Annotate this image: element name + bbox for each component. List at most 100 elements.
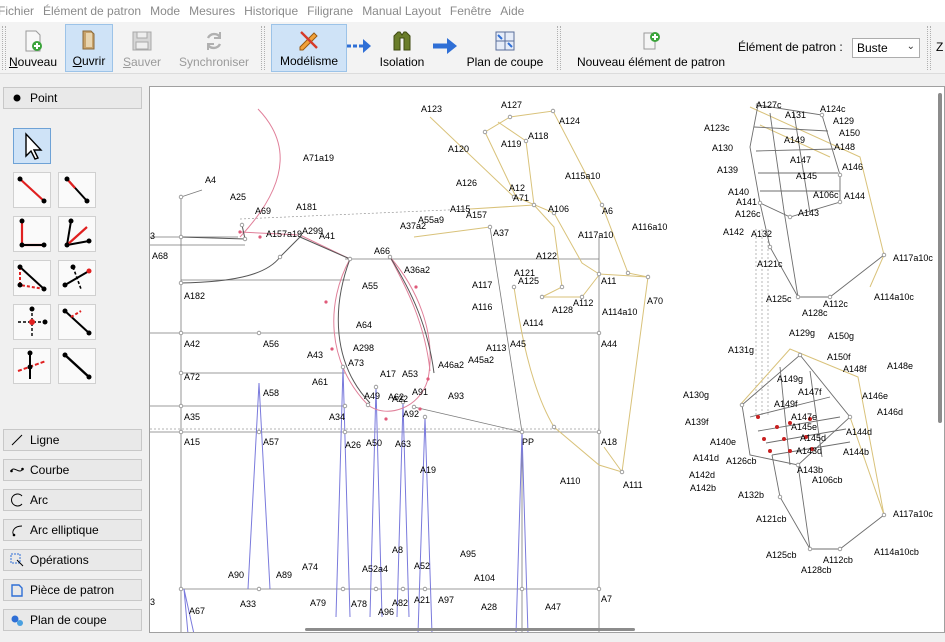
red-points (756, 415, 814, 453)
point-label: A132b (738, 490, 764, 500)
point-label: A110 (560, 476, 580, 486)
point-label: A132 (751, 229, 772, 239)
menu-manual-layout[interactable]: Manual Layout (362, 4, 441, 18)
tool-normal[interactable] (13, 216, 51, 252)
construction-lines (150, 189, 600, 632)
point-label: A8 (392, 545, 403, 555)
vertical-scroll-thumb[interactable] (938, 93, 942, 423)
point-label: A157 (466, 210, 487, 220)
point-label: A148e (887, 361, 913, 371)
group-ligne-label: Ligne (30, 433, 60, 447)
point-label: A125cb (766, 550, 797, 560)
point-label: A116 (472, 302, 492, 312)
group-arc-elliptique[interactable]: Arc elliptique (3, 519, 142, 541)
point-label: A116a10 (632, 222, 667, 232)
group-arc[interactable]: Arc (3, 489, 142, 511)
point-label: A15 (184, 437, 200, 447)
point-label: A150f (827, 352, 851, 362)
pattern-drawing[interactable]: A4A25A69A71a19A181A157a19A299A41A68A182A… (150, 87, 945, 633)
menu-element-de-patron[interactable]: Élément de patron (43, 4, 142, 18)
plan-de-coupe-label: Plan de coupe (466, 55, 544, 69)
group-plan-de-coupe[interactable]: Plan de coupe (3, 609, 142, 631)
tool-bisector[interactable] (58, 216, 96, 252)
horizontal-scroll-thumb[interactable] (305, 628, 635, 631)
arrow-right-icon-2 (433, 38, 457, 54)
piece-select[interactable]: Buste ⌄ (852, 38, 920, 58)
nouveau-element-button[interactable]: Nouveau élément de patron (568, 24, 734, 72)
synchroniser-button[interactable]: Synchroniser (172, 24, 256, 72)
plan-de-coupe-button[interactable]: Plan de coupe (461, 24, 549, 72)
point-label: A157a19 (266, 229, 302, 239)
main-toolbar: Nouveau Ouvrir Sauver Synchroniser (0, 22, 945, 74)
tool-point-end-line[interactable] (58, 172, 96, 208)
point-label: A70 (647, 296, 663, 306)
new-file-icon (25, 30, 42, 52)
ouvrir-button[interactable]: Ouvrir (65, 24, 113, 72)
point-label: A114 (523, 318, 543, 328)
ouvrir-label: Ouvrir (72, 54, 106, 68)
group-plan-de-coupe-label: Plan de coupe (30, 613, 107, 627)
tool-point-along-line[interactable] (13, 172, 51, 208)
point-label: A142 (723, 227, 744, 237)
menu-fenetre[interactable]: Fenêtre (449, 4, 492, 18)
point-label: A143d (796, 446, 822, 456)
height-icon (62, 264, 92, 290)
tool-height[interactable] (58, 260, 96, 296)
point-label: A146e (862, 391, 888, 401)
group-courbe[interactable]: Courbe (3, 459, 142, 481)
point-label: A68 (152, 251, 168, 261)
group-piece-de-patron[interactable]: Pièce de patron (3, 579, 142, 601)
menu-aide[interactable]: Aide (500, 4, 525, 18)
point-label: A145d (800, 433, 826, 443)
menu-mesures[interactable]: Mesures (189, 4, 236, 18)
point-label: A37a2 (400, 221, 426, 231)
group-ligne[interactable]: Ligne (3, 429, 142, 451)
group-arc-elliptique-label: Arc elliptique (30, 523, 99, 537)
point-label: A182 (184, 291, 205, 301)
point-label: A147e (791, 412, 817, 422)
tool-intersect-xy[interactable] (13, 304, 51, 340)
tool-point-of-contact[interactable] (58, 304, 96, 340)
point-label: A56 (263, 339, 279, 349)
point-label: A36a2 (404, 265, 430, 275)
point-label: A145 (796, 171, 817, 181)
point-label: A142b (690, 483, 716, 493)
tool-line-intersect[interactable] (13, 348, 51, 384)
point-label: A114a10c (874, 292, 914, 302)
point-label: A111 (623, 480, 643, 490)
toolbar-grip-3[interactable] (557, 26, 561, 70)
modelisme-button[interactable]: Modélisme (271, 24, 347, 72)
horizontal-scrollbar[interactable] (150, 622, 936, 632)
menu-fichier[interactable]: Fichier (0, 4, 35, 18)
sauver-button[interactable]: Sauver (118, 24, 166, 72)
modelisme-label: Modélisme (279, 54, 339, 68)
toolbar-grip-2[interactable] (261, 26, 265, 70)
point-label: A35 (184, 412, 200, 422)
isolation-button[interactable]: Isolation (373, 24, 431, 72)
tool-triangle[interactable] (13, 260, 51, 296)
nouveau-button[interactable]: Nouveau (7, 24, 59, 72)
menu-filigrane[interactable]: Filigrane (307, 4, 354, 18)
point-label: A26 (345, 440, 361, 450)
layout-icon (495, 31, 515, 51)
toolbar-grip[interactable] (2, 26, 6, 70)
group-operations[interactable]: Opérations (3, 549, 142, 571)
menu-mode[interactable]: Mode (150, 4, 181, 18)
tool-select-arrow[interactable] (13, 128, 51, 164)
point-label: A143 (798, 208, 819, 218)
triangle-icon (17, 264, 47, 292)
group-point[interactable]: Point (3, 87, 142, 109)
tool-shoulder-point[interactable] (58, 348, 96, 384)
point-label: A144d (846, 427, 872, 437)
point-label: A128 (552, 305, 573, 315)
toolbar-grip-4[interactable] (927, 26, 931, 70)
menu-historique[interactable]: Historique (244, 4, 299, 18)
point-label: A55 (362, 281, 378, 291)
toolbar-overflow-text: Z (936, 40, 944, 54)
point-label: A140e (710, 437, 736, 447)
vertical-scrollbar[interactable] (934, 87, 944, 611)
point-label: A113 (486, 343, 506, 353)
